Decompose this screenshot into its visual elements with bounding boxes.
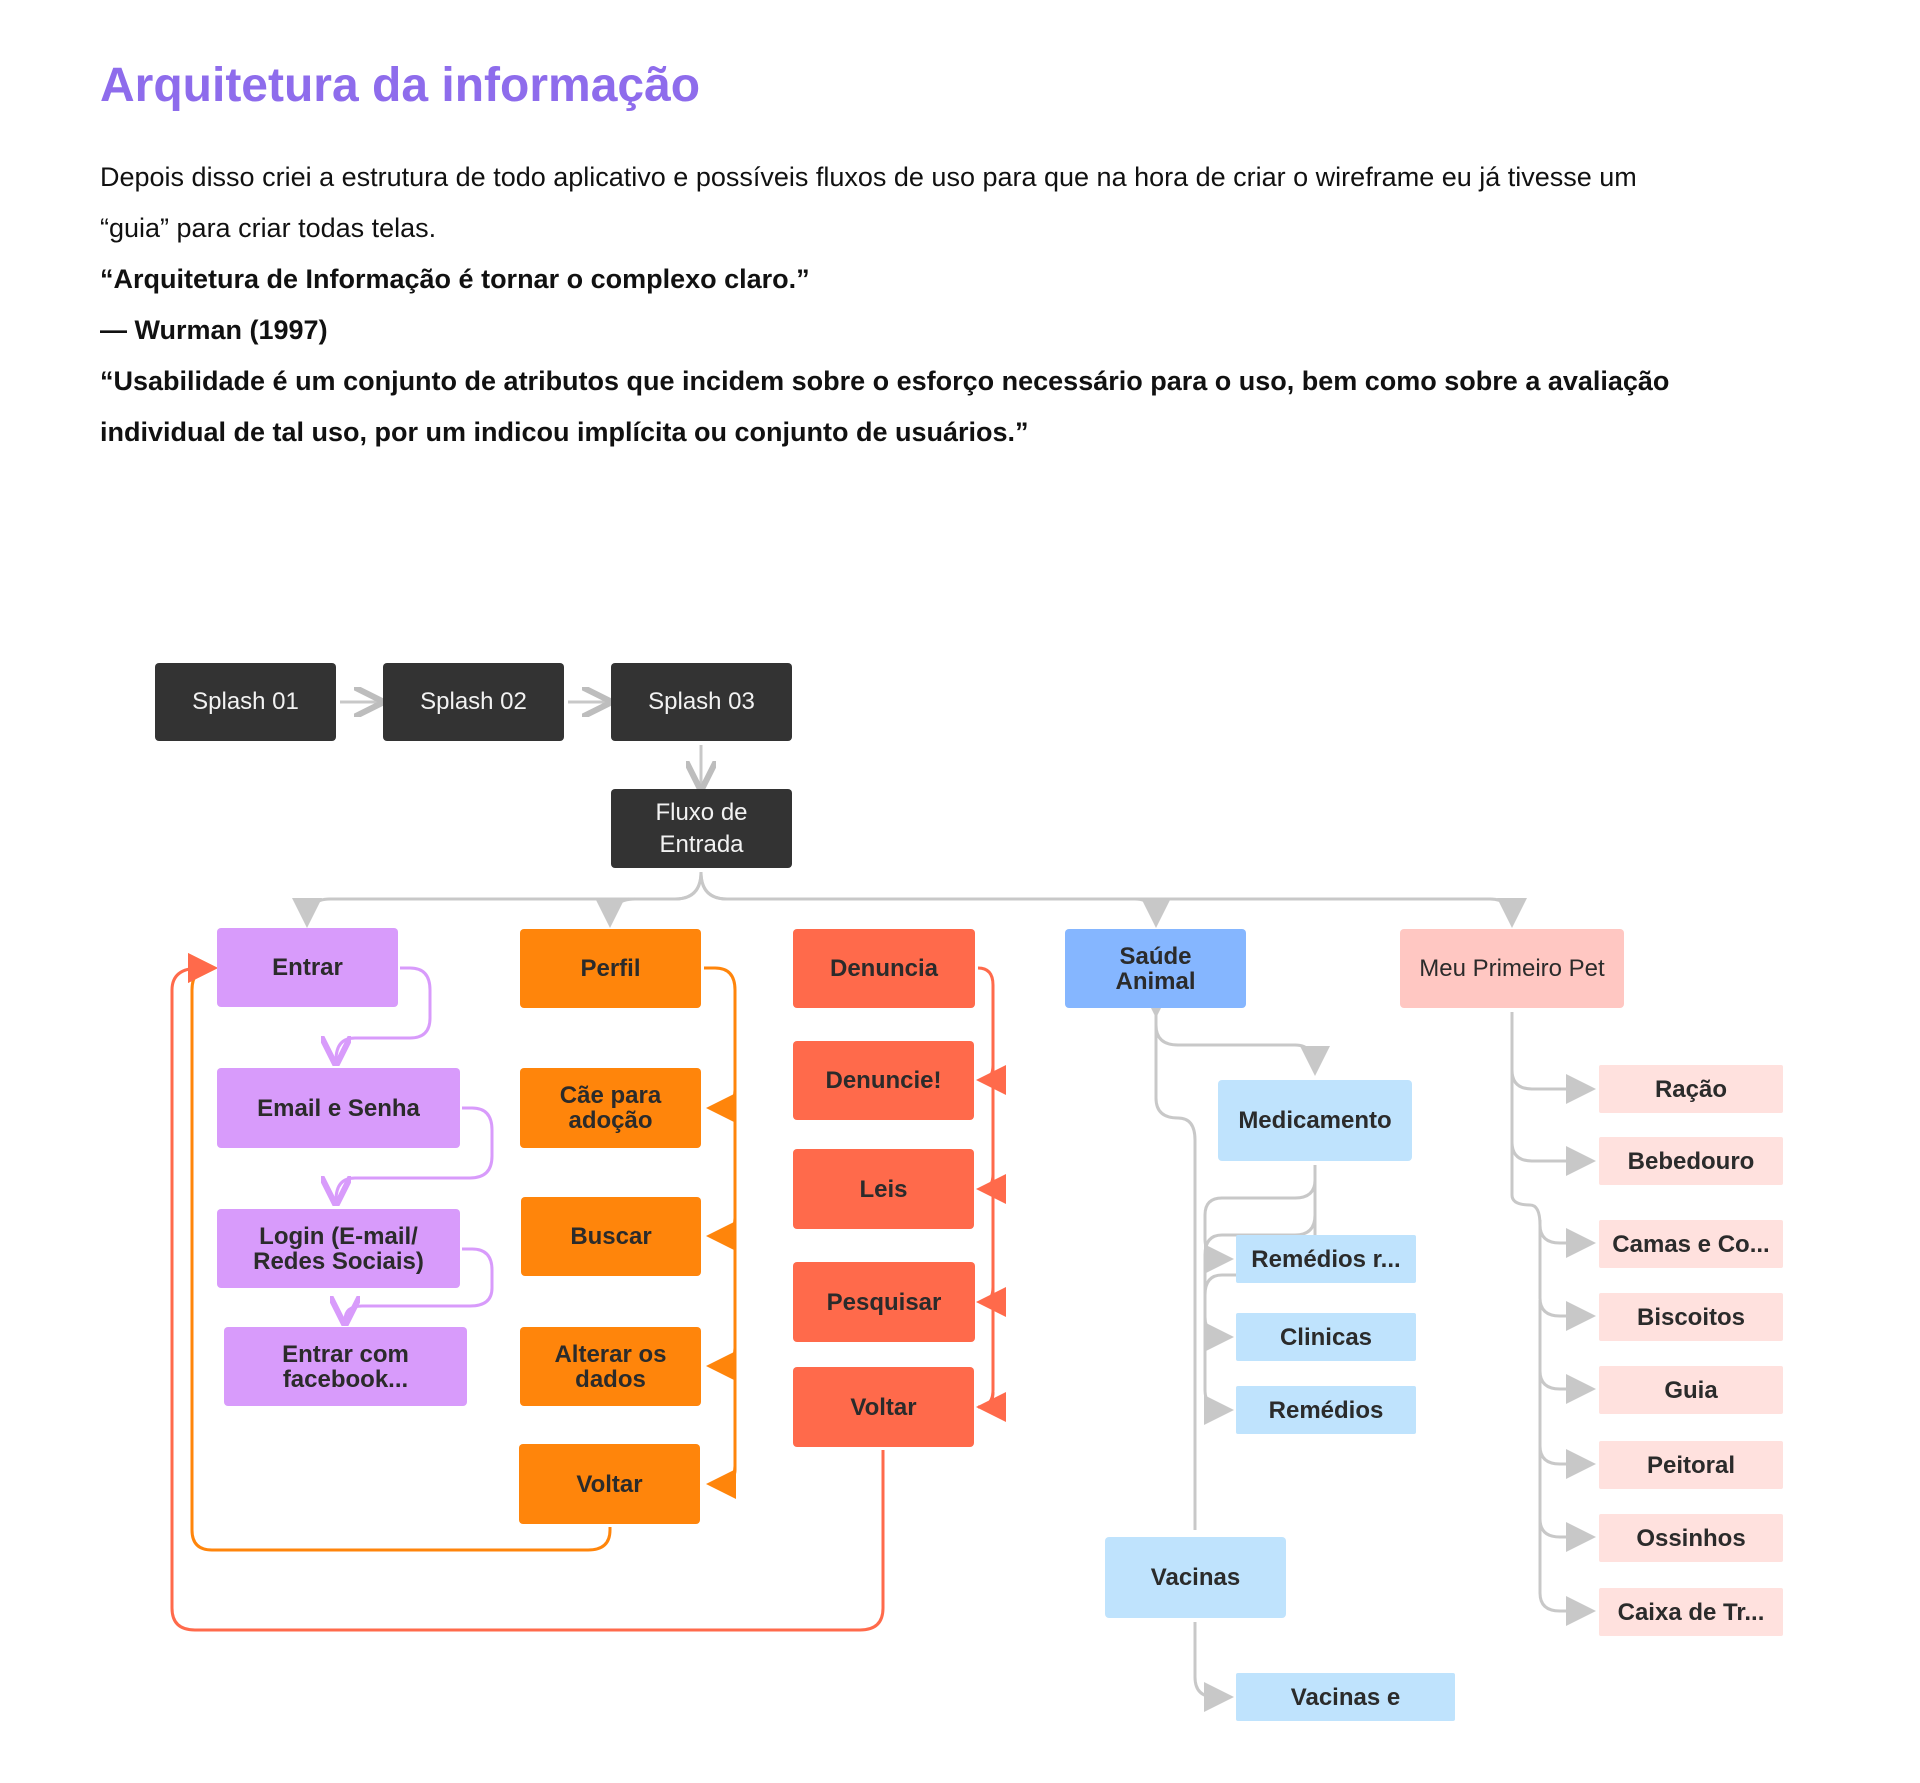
node-guia: Guia xyxy=(1599,1366,1783,1414)
connector-saude-vacinas xyxy=(1141,988,1197,1530)
node-entrar: Entrar xyxy=(217,928,398,1007)
node-bebedouro: Bebedouro xyxy=(1599,1137,1783,1185)
node-racao: Ração xyxy=(1599,1065,1783,1113)
connector-flow-pet xyxy=(699,871,1527,928)
node-entrar-facebook: Entrar com facebook... xyxy=(224,1327,467,1406)
node-peitoral: Peitoral xyxy=(1599,1441,1783,1489)
node-pesquisar: Pesquisar xyxy=(793,1262,975,1342)
intro-text: Depois disso criei a estrutura de todo a… xyxy=(100,152,1860,458)
connector-medicamento-remedios xyxy=(1203,1165,1317,1425)
connector-login-facebook xyxy=(345,1247,494,1320)
connector-entrar-email xyxy=(336,966,432,1060)
node-ossinhos: Ossinhos xyxy=(1599,1514,1783,1562)
node-remedios: Remédios xyxy=(1236,1386,1416,1434)
node-saude-animal: Saúde Animal xyxy=(1065,929,1246,1008)
node-perfil-voltar: Voltar xyxy=(519,1444,700,1524)
node-caixa-transporte: Caixa de Tr... xyxy=(1599,1588,1783,1636)
node-remedios-r: Remédios r... xyxy=(1236,1235,1416,1283)
node-vacinas-e: Vacinas e xyxy=(1236,1673,1455,1721)
quote-wurman-author: — Wurman (1997) xyxy=(100,315,328,345)
page-title: Arquitetura da informação xyxy=(100,59,701,112)
node-splash-01: Splash 01 xyxy=(155,663,336,741)
node-vacinas: Vacinas xyxy=(1105,1537,1286,1618)
node-splash-02: Splash 02 xyxy=(383,663,564,741)
connector-vacinas-vacinas-e xyxy=(1193,1622,1234,1712)
node-entry-flow: Fluxo de Entrada xyxy=(611,789,792,868)
connector-flow-perfil xyxy=(595,871,703,928)
quote-usability-line-2: individual de tal uso, por um indicou im… xyxy=(100,417,1029,447)
intro-line-2: “guia” para criar todas telas. xyxy=(100,213,437,243)
connector-email-login xyxy=(336,1106,494,1200)
connector-medicamento-remedios-r xyxy=(1203,1165,1317,1274)
node-camas: Camas e Co... xyxy=(1599,1220,1783,1268)
node-perfil: Perfil xyxy=(520,929,701,1008)
node-clinicas: Clinicas xyxy=(1236,1313,1416,1361)
connector-flow-saude xyxy=(699,871,1171,928)
quote-wurman: “Arquitetura de Informação é tornar o co… xyxy=(100,264,810,294)
intro-line-1: Depois disso criei a estrutura de todo a… xyxy=(100,162,1637,192)
quote-usability-line-1: “Usabilidade é um conjunto de atributos … xyxy=(100,366,1670,396)
node-meu-primeiro-pet: Meu Primeiro Pet xyxy=(1400,929,1624,1008)
node-buscar: Buscar xyxy=(521,1197,701,1276)
node-cae-adocao: Cãe para adoção xyxy=(520,1068,701,1148)
node-email-senha: Email e Senha xyxy=(217,1068,460,1148)
connector-medicamento-clinicas xyxy=(1203,1165,1317,1352)
connector-flow-entrar xyxy=(292,871,703,928)
node-alterar-dados: Alterar os dados xyxy=(520,1327,701,1406)
node-denuncia: Denuncia xyxy=(793,929,975,1008)
node-leis: Leis xyxy=(793,1149,974,1229)
connector-perfil-spine xyxy=(704,966,737,1486)
node-biscoitos: Biscoitos xyxy=(1599,1293,1783,1341)
node-denuncie: Denuncie! xyxy=(793,1041,974,1120)
connector-saude-medicamento xyxy=(1154,1012,1330,1076)
node-splash-03: Splash 03 xyxy=(611,663,792,741)
node-medicamento: Medicamento xyxy=(1218,1080,1412,1161)
node-login: Login (E-mail/ Redes Sociais) xyxy=(217,1209,460,1288)
connector-voltar-red-entrar xyxy=(170,953,885,1632)
node-denuncia-voltar: Voltar xyxy=(793,1367,974,1447)
